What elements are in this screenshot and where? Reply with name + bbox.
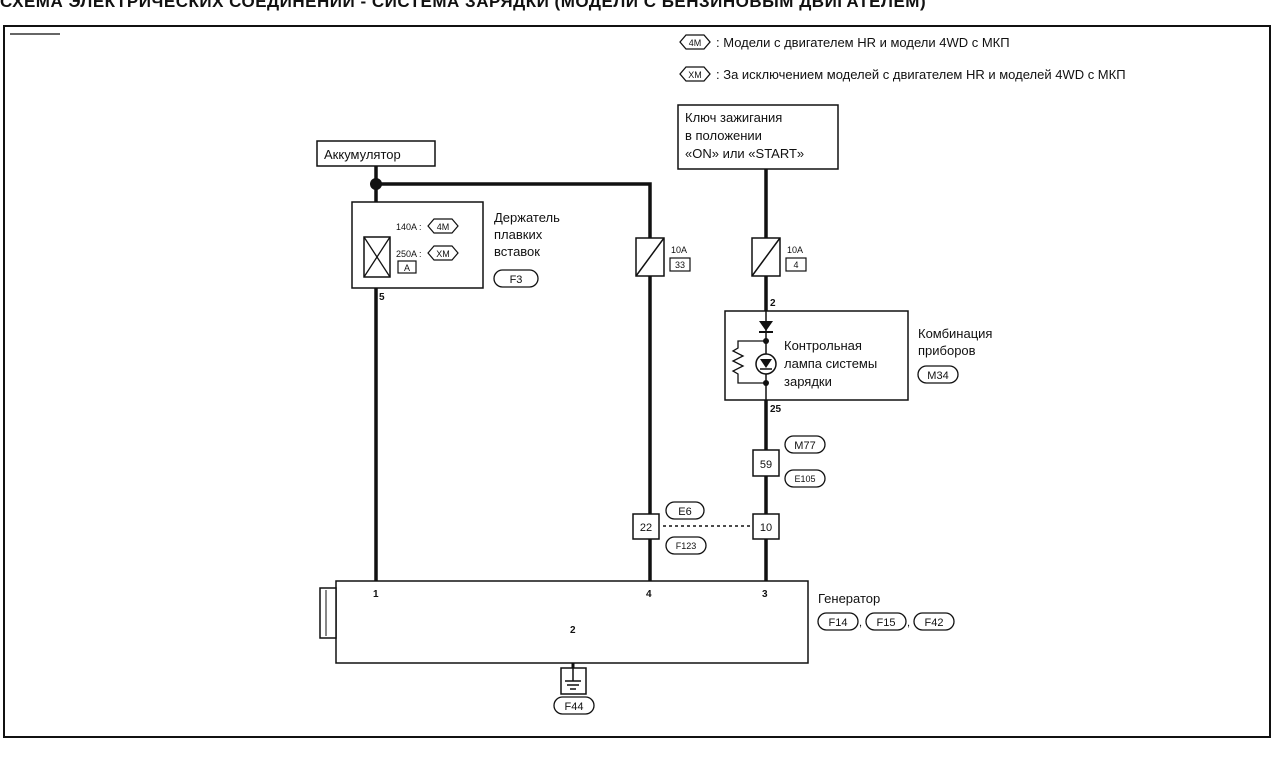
connector-10-box	[752, 513, 780, 540]
connector-22-pin: 22	[640, 522, 652, 534]
combination-meter-connector: M34	[927, 370, 948, 382]
fusible-link-badge-4m	[427, 218, 459, 234]
fusible-link-cross-2	[363, 236, 391, 278]
resistor-icon	[731, 340, 766, 384]
ground-connector-badge	[553, 696, 595, 715]
connector-22-box	[632, 513, 660, 540]
fusible-link-pin: 5	[379, 292, 385, 303]
connector-59-pin: 59	[760, 459, 772, 471]
battery-box	[316, 140, 436, 167]
fusible-link-badge-xm	[427, 245, 459, 261]
legend: 4M : Модели с двигателем HR и модели 4WD…	[679, 34, 1126, 82]
connector-m77: M77	[794, 440, 815, 452]
ground-connector: F44	[565, 701, 584, 713]
combination-meter-label-1: Комбинация	[918, 326, 992, 341]
alternator-pin-s: 4	[646, 589, 652, 600]
fusible-link-label-2: плавких	[494, 227, 543, 242]
fuse-4-link	[751, 237, 781, 277]
alternator-pin-e: 2	[570, 625, 576, 636]
alternator-separator-2: ,	[907, 617, 910, 629]
fuse-33-number-box	[669, 257, 691, 272]
connector-e6-badge	[665, 501, 705, 520]
ignition-line-3: «ON» или «START»	[685, 146, 804, 161]
legend-text-xm: : За исключением моделей с двигателем HR…	[716, 67, 1126, 82]
legend-code-4m: 4M	[689, 38, 702, 48]
alternator-separator-1: ,	[859, 617, 862, 629]
alternator-connector-f42: F42	[925, 617, 944, 629]
meter-pin-in: 2	[770, 298, 776, 309]
fuse-33-number: 33	[675, 260, 685, 270]
wire-s-terminal	[376, 182, 652, 585]
battery-label: Аккумулятор	[324, 147, 401, 162]
fusible-link-rating-1: 140A :	[396, 222, 422, 232]
diode-icon	[759, 321, 773, 331]
fuse-33-link	[635, 237, 665, 277]
alternator-connector-f14: F14	[829, 617, 848, 629]
fusible-link-label-1: Держатель	[494, 210, 560, 225]
connector-f123: F123	[676, 541, 697, 551]
splice-dot	[370, 178, 382, 190]
fusible-link-connector: F3	[510, 274, 523, 286]
fuse-33-rating: 10A	[671, 245, 687, 255]
alternator-pin-b: 1	[373, 589, 379, 600]
alternator-connector-f15-badge	[865, 612, 907, 631]
legend-badge-4m	[679, 34, 711, 50]
fuse-4-number: 4	[793, 260, 798, 270]
connector-10-pin: 10	[760, 522, 772, 534]
fusible-link-letter-box	[397, 260, 417, 274]
ignition-line-2: в положении	[685, 128, 762, 143]
legend-code-xm: XM	[688, 70, 702, 80]
alternator-connector-f15: F15	[877, 617, 896, 629]
fusible-link-code-2: XM	[436, 249, 450, 259]
lamp-label-2: лампа системы	[784, 356, 877, 371]
page-title: СХЕМА ЭЛЕКТРИЧЕСКИХ СОЕДИНЕНИЙ - СИСТЕМА…	[0, 0, 927, 11]
ignition-line-1: Ключ зажигания	[685, 110, 782, 125]
combination-meter-connector-badge	[917, 365, 959, 384]
fusible-link-letter: A	[404, 263, 410, 273]
fusible-link-rating-2: 250A :	[396, 249, 422, 259]
warning-lamp-led-icon	[760, 359, 772, 368]
lamp-label-3: зарядки	[784, 374, 832, 389]
fusible-link-connector-badge	[493, 269, 539, 288]
fusible-link-label-3: вставок	[494, 244, 540, 259]
connector-59-box	[752, 449, 780, 477]
lamp-label-1: Контрольная	[784, 338, 862, 353]
fuse-4-rating: 10A	[787, 245, 803, 255]
connector-f123-badge	[665, 536, 707, 555]
legend-text-4m: : Модели с двигателем HR и модели 4WD с …	[716, 35, 1010, 50]
ignition-box	[677, 104, 839, 170]
legend-badge-xm	[679, 66, 711, 82]
connector-e105-badge	[784, 469, 826, 488]
alternator-label: Генератор	[818, 591, 880, 606]
alternator-box	[335, 580, 809, 664]
alternator-connector-f42-badge	[913, 612, 955, 631]
connector-m77-badge	[784, 435, 826, 454]
meter-pin-out: 25	[770, 404, 782, 415]
fusible-link-code-1: 4M	[437, 222, 450, 232]
connector-e105: E105	[794, 474, 815, 484]
alternator-connector-f14-badge	[817, 612, 859, 631]
combination-meter-box	[724, 310, 909, 401]
diagram-frame	[3, 25, 1271, 738]
connector-e6: E6	[678, 506, 691, 518]
alternator-pin-l: 3	[762, 589, 768, 600]
combination-meter-label-2: приборов	[918, 343, 976, 358]
alternator-pulley-icon	[319, 587, 337, 639]
fuse-4-number-box	[785, 257, 807, 272]
